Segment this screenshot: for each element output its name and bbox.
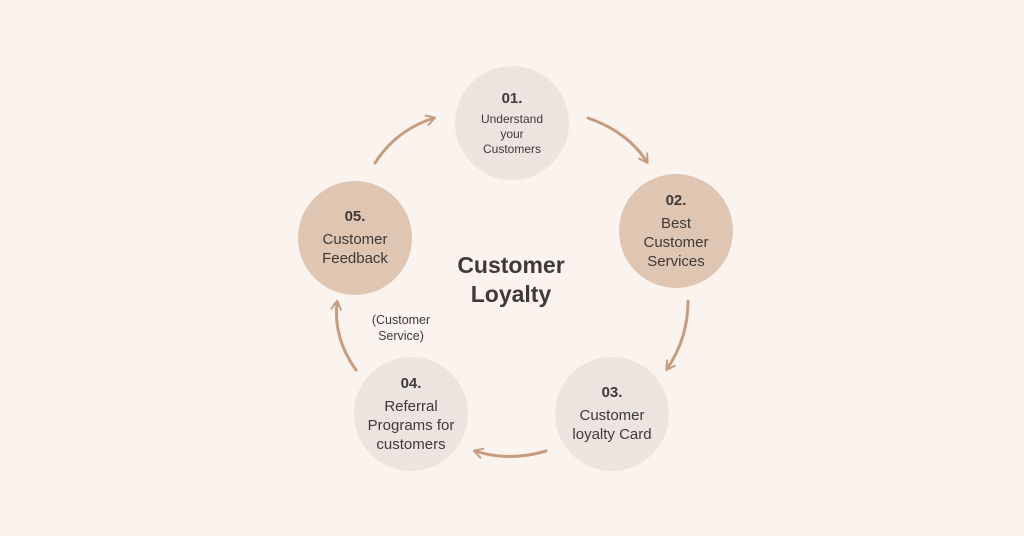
arrow-01-to-02 [586, 116, 649, 164]
step-04-number: 04. [400, 374, 422, 392]
step-03-label: Customer loyalty Card [572, 407, 652, 443]
arrow-04-to-05 [330, 299, 358, 372]
step-02-label: Best Customer Services [643, 214, 709, 270]
step-05-label: Customer Feedback [322, 231, 388, 267]
center-title: Customer Loyalty [457, 252, 565, 307]
step-01-number: 01. [501, 89, 523, 107]
step-01-label: Understand your Customers [480, 111, 544, 156]
step-03-number: 03. [601, 384, 623, 401]
step-03-circle: 03. Customer loyalty Card [555, 357, 669, 471]
step-02-circle: 02. Best Customer Services [619, 174, 733, 288]
step-04-label: Referral Programs for customers [367, 397, 455, 453]
step-05-circle: 05. Customer Feedback [298, 181, 412, 295]
step-04-annotation: (Customer Service) [371, 313, 431, 343]
arrow-03-to-04 [472, 447, 548, 459]
arrow-05-to-01 [373, 114, 437, 165]
step-04-circle: 04. Referral Programs for customers [354, 357, 468, 471]
step-01-circle: 01. Understand your Customers [455, 66, 569, 180]
step-05-number: 05. [344, 208, 366, 225]
arrow-02-to-03 [665, 299, 690, 371]
step-02-number: 02. [665, 191, 687, 209]
